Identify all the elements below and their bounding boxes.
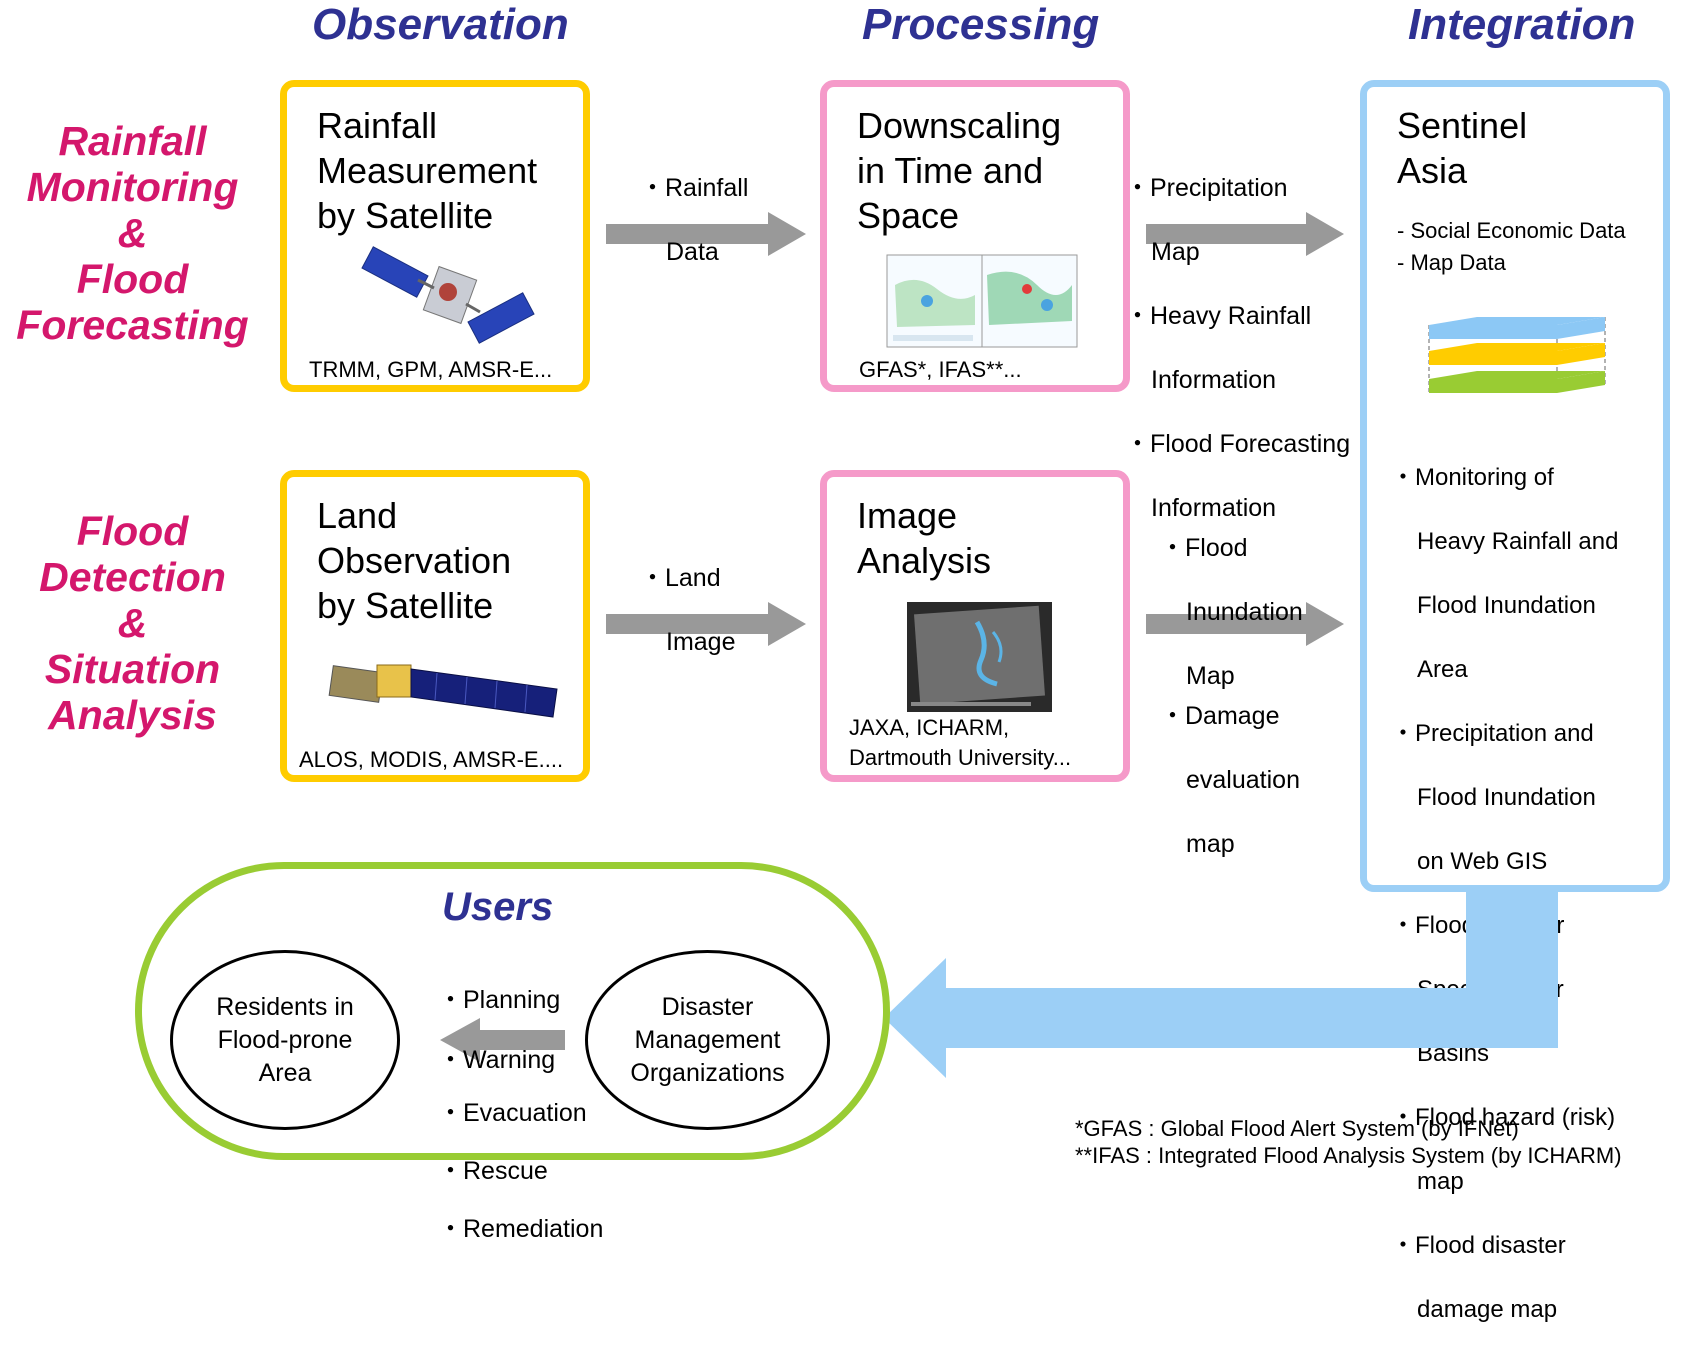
- label-line: Map: [1186, 662, 1235, 690]
- sentinel-item-line: Flood Inundation: [1417, 592, 1596, 619]
- action-item: ・Rescue: [438, 1157, 548, 1185]
- precipitation-map-image: [886, 254, 1078, 348]
- arrow-to-residents: [440, 1018, 565, 1062]
- sentinel-item: ・Flood hazard (risk): [1391, 1104, 1616, 1131]
- disaster-management-node: Disaster Management Organizations: [585, 950, 830, 1130]
- actions-bottom: ・Evacuation ・Rescue ・Remediation: [438, 1070, 603, 1273]
- image-analysis-box: Image Analysis JAXA, ICHARM, Dartmouth U…: [820, 470, 1130, 782]
- label-line: ・Rainfall: [640, 174, 749, 202]
- label-damage-evaluation-map: ・Damage evaluation map: [1160, 668, 1300, 892]
- data-line: - Map Data: [1397, 250, 1506, 275]
- row-heading-line: Forecasting: [16, 302, 249, 348]
- data-line: - Social Economic Data: [1397, 218, 1626, 243]
- row-heading-line: Analysis: [48, 692, 217, 738]
- users-title: Users: [442, 885, 554, 929]
- row-heading-line: Situation: [44, 646, 221, 692]
- box-footnote: JAXA, ICHARM,: [849, 715, 1010, 740]
- label-precipitation-map: ・Precipitation Map: [1125, 140, 1288, 300]
- label-line: ・Damage: [1160, 702, 1280, 730]
- heading-integration: Integration: [1408, 0, 1636, 49]
- action-item: ・Planning: [438, 986, 561, 1014]
- flood-inundation-image: [907, 602, 1052, 712]
- sentinel-item-line: on Web GIS: [1417, 848, 1548, 875]
- arrow-precipitation-map: [1146, 212, 1344, 256]
- label-line: Image: [666, 628, 736, 656]
- sentinel-item-line: damage map: [1417, 1296, 1558, 1323]
- label-line: ・Heavy Rainfall: [1125, 302, 1312, 330]
- row-heading-flood: Flood Detection & Situation Analysis: [0, 508, 265, 738]
- arrows-layer: [440, 212, 1558, 1078]
- box-title: Image Analysis: [857, 495, 992, 581]
- heading-processing: Processing: [862, 0, 1100, 49]
- arrow-to-users: [884, 892, 1558, 1078]
- label-line: map: [1186, 830, 1235, 858]
- footnote-ifas: **IFAS : Integrated Flood Analysis Syste…: [1075, 1143, 1622, 1168]
- label-line: Information: [1151, 494, 1277, 522]
- label-line: Inundation: [1186, 598, 1303, 626]
- users-panel: [135, 862, 890, 1160]
- label-rainfall-data: ・Rainfall Data: [640, 140, 748, 300]
- row-heading-line: Flood: [76, 508, 189, 554]
- gis-layers-icon: [1428, 317, 1606, 393]
- sentinel-item-line: Flood Inundation: [1417, 784, 1596, 811]
- sentinel-item-line: Heavy Rainfall and: [1417, 528, 1619, 555]
- sentinel-item: ・Precipitation and: [1391, 720, 1594, 747]
- action-item: ・Warning: [438, 1046, 556, 1074]
- land-observation-box: Land Observation by Satellite ALOS, MODI…: [280, 470, 590, 782]
- label-line: ・Precipitation: [1125, 174, 1288, 202]
- row-heading-line: Flood: [76, 256, 189, 302]
- sentinel-item-line: Area: [1417, 656, 1468, 683]
- footnote-gfas: *GFAS : Global Flood Alert System (by IF…: [1075, 1116, 1519, 1141]
- label-line: Data: [666, 238, 719, 266]
- action-item: ・Evacuation: [438, 1099, 587, 1127]
- satellite-icon: [361, 246, 535, 344]
- row-heading-line: Monitoring: [26, 164, 239, 210]
- box-footnote: ALOS, MODIS, AMSR-E....: [299, 747, 564, 772]
- label-line: evaluation: [1186, 766, 1300, 794]
- downscaling-box: Downscaling in Time and Space GFAS*, IFA…: [820, 80, 1130, 392]
- row-heading-line: &: [117, 210, 148, 256]
- arrow-land-image: [606, 602, 806, 646]
- box-title: Sentinel Asia: [1397, 105, 1528, 191]
- actions-top: ・Planning ・Warning: [438, 955, 560, 1105]
- row-heading-line: Rainfall: [58, 118, 207, 164]
- heading-observation: Observation: [312, 0, 569, 49]
- label-line: ・Flood: [1160, 534, 1248, 562]
- label-heavy-rainfall: ・Heavy Rainfall Information ・Flood Forec…: [1125, 268, 1350, 556]
- box-footnote: TRMM, GPM, AMSR-E...: [309, 357, 553, 382]
- arrow-rainfall-data: [606, 212, 806, 256]
- row-heading-line: Detection: [39, 554, 226, 600]
- label-land-image: ・Land Image: [640, 530, 735, 690]
- row-heading-rainfall: Rainfall Monitoring & Flood Forecasting: [0, 118, 265, 348]
- sentinel-item: ・Monitoring of: [1391, 464, 1554, 491]
- sentinel-item-line: map: [1417, 1168, 1464, 1195]
- box-footnote: Dartmouth University...: [849, 745, 1072, 770]
- box-footnote: GFAS*, IFAS**...: [859, 357, 1022, 382]
- residents-node: Residents in Flood-prone Area: [170, 950, 400, 1130]
- label-line: ・Land: [640, 564, 721, 592]
- box-title: Land Observation by Satellite: [317, 495, 512, 626]
- box-title: Rainfall Measurement by Satellite: [317, 105, 538, 236]
- sentinel-item: ・Flood disaster: [1391, 1232, 1566, 1259]
- label-line: Map: [1151, 238, 1200, 266]
- arrow-flood-inundation-map: [1146, 602, 1344, 646]
- label-line: ・Flood Forecasting: [1125, 430, 1351, 458]
- label-flood-inundation-map: ・Flood Inundation Map: [1160, 500, 1303, 724]
- action-item: ・Remediation: [438, 1215, 604, 1243]
- label-line: Information: [1151, 366, 1277, 394]
- satellite-icon: [328, 664, 558, 718]
- row-heading-line: &: [117, 600, 148, 646]
- box-title: Downscaling in Time and Space: [857, 105, 1062, 236]
- rainfall-measurement-box: Rainfall Measurement by Satellite TRMM, …: [280, 80, 590, 392]
